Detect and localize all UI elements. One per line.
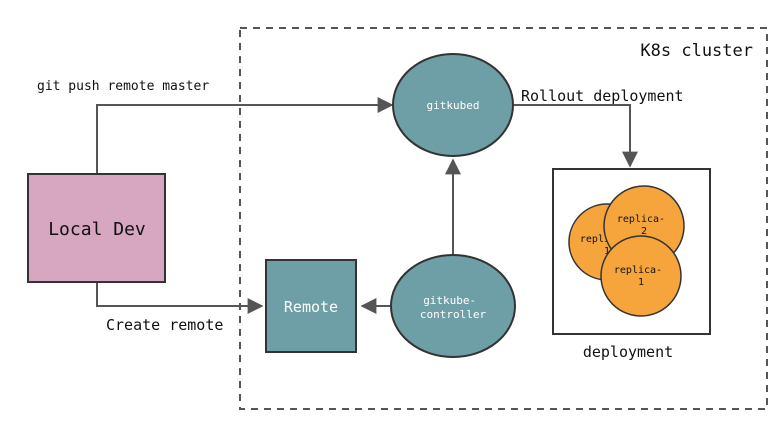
replica-front-label-line-1: replica- bbox=[614, 265, 662, 276]
create-remote-edge bbox=[96, 283, 264, 314]
svg-text:replica- 1: replica- 1 bbox=[614, 265, 668, 288]
replica-middle-label-line-1: replica- bbox=[617, 214, 665, 225]
replica-back-label-line-2: 1 bbox=[604, 246, 610, 257]
replica-front-node bbox=[600, 235, 682, 317]
create-remote-label: Create remote bbox=[106, 316, 223, 334]
gitkube-controller-label-line-2: controller bbox=[420, 308, 487, 321]
remote-label: Remote bbox=[284, 298, 338, 316]
cluster-boundary bbox=[239, 27, 768, 410]
local-dev-label: Local Dev bbox=[48, 219, 146, 240]
gitkube-controller-node bbox=[390, 254, 516, 358]
gitkubed-label: gitkubed bbox=[427, 99, 480, 112]
gitkubed-node bbox=[392, 53, 514, 157]
svg-text:replica- 1: replica- 1 bbox=[580, 234, 634, 257]
cluster-label: K8s cluster bbox=[640, 41, 753, 61]
replica-back-label-line-1: replica- bbox=[580, 234, 628, 245]
local-dev-box bbox=[27, 173, 166, 283]
push-edge-label: git push remote master bbox=[37, 79, 209, 94]
gitkube-controller-label-line-1: gitkube- bbox=[423, 294, 476, 307]
push-edge bbox=[96, 97, 394, 173]
rollout-edge-label: Rollout deployment bbox=[521, 87, 684, 105]
svg-text:replica- 2: replica- 2 bbox=[617, 214, 671, 237]
remote-box bbox=[265, 259, 357, 353]
replica-middle-label-line-2: 2 bbox=[641, 226, 647, 237]
deployment-label: deployment bbox=[583, 343, 673, 361]
rollout-edge bbox=[514, 104, 638, 168]
replica-front-label-line-2: 1 bbox=[638, 277, 644, 288]
svg-text:gitkube- controller: gitkube- controller bbox=[420, 294, 487, 321]
